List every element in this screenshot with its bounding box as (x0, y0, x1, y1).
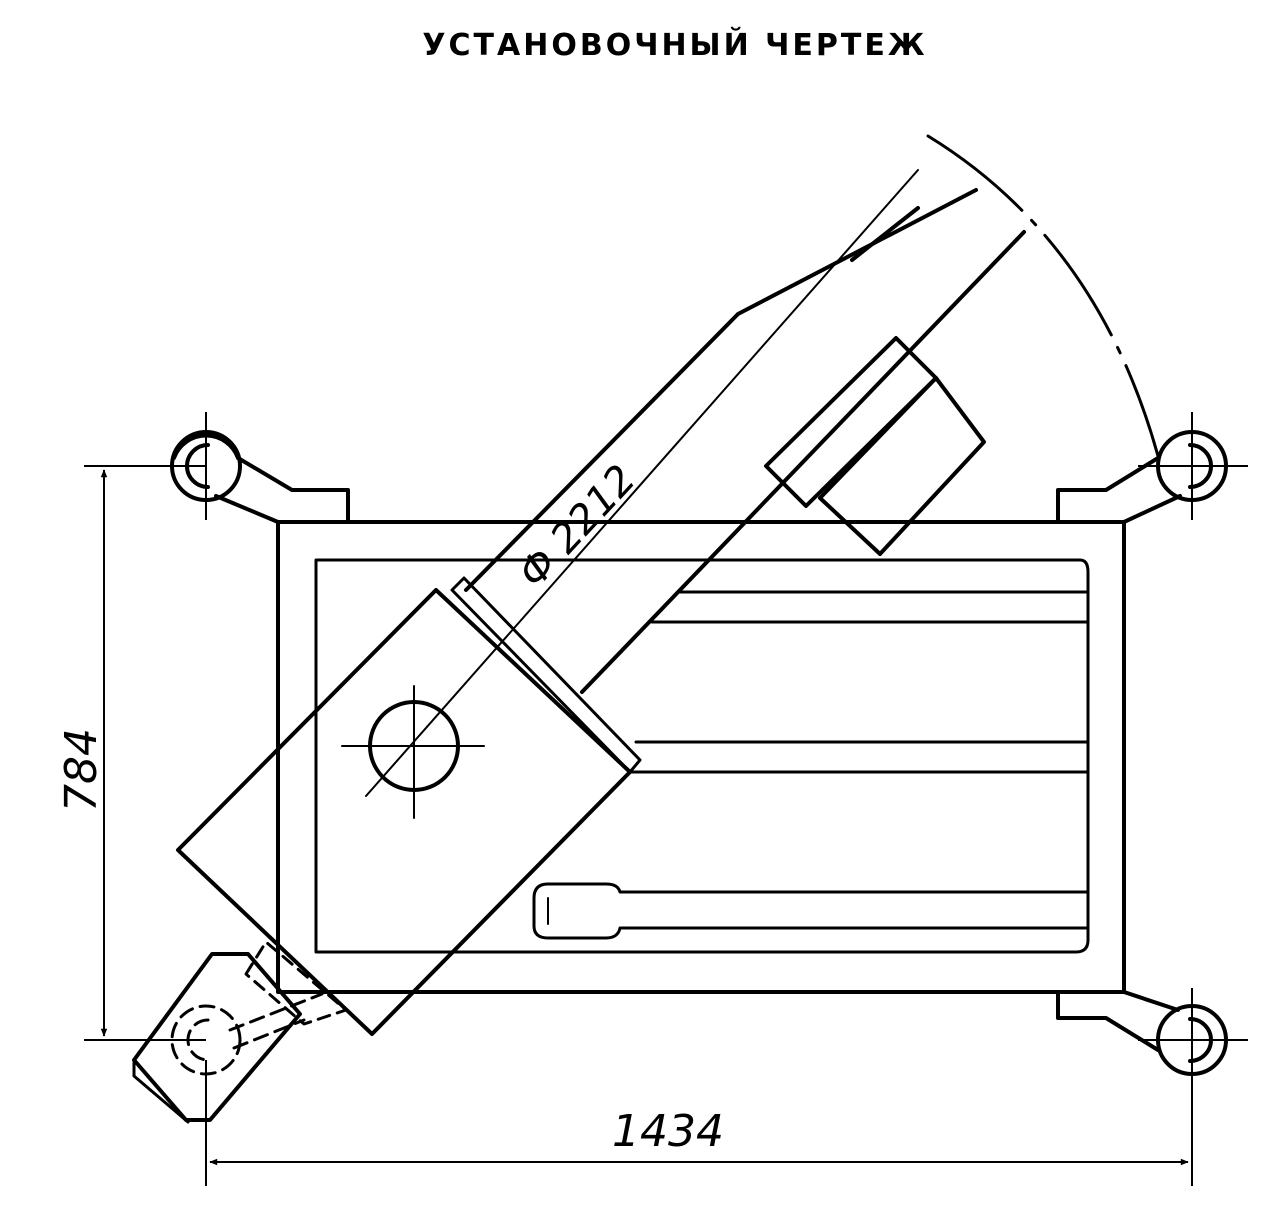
drawing-title: УСТАНОВОЧНЫЙ ЧЕРТЕЖ (422, 28, 928, 63)
height-dimension-label: 784 (56, 728, 107, 812)
lifting-eye-bottom-right (1056, 990, 1228, 1076)
lower-block (132, 940, 348, 1124)
lifting-eye-top-right (1056, 430, 1228, 524)
motor-block (764, 336, 986, 556)
rotating-arm (464, 188, 1026, 694)
base-frame (276, 520, 1126, 994)
lifting-eye-top-left (170, 430, 350, 524)
lifting-eye-bottom-left (170, 992, 324, 1076)
spindle-head (176, 169, 919, 1036)
width-dimension-label: 1434 (612, 1106, 724, 1157)
swing-radius-arc (926, 134, 1160, 458)
